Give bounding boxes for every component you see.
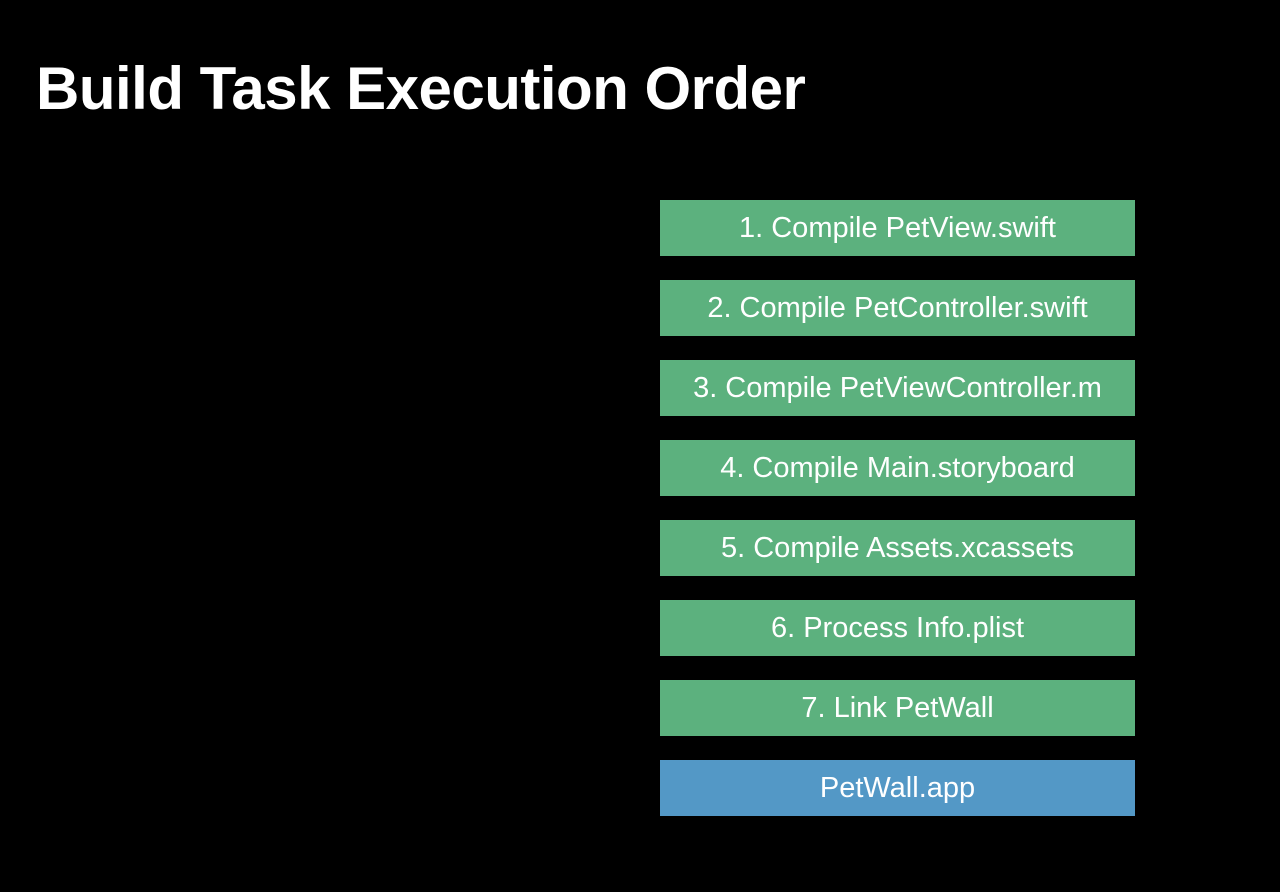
task-node-label: 6. Process Info.plist <box>770 611 1025 644</box>
task-node-label: 3. Compile PetViewController.m <box>693 371 1102 404</box>
task-node-3[interactable]: 3. Compile PetViewController.m <box>660 360 1135 416</box>
product-node-label: PetWall.app <box>819 771 976 804</box>
product-node-petwall-app[interactable]: PetWall.app <box>660 760 1135 816</box>
task-node-5[interactable]: 5. Compile Assets.xcassets <box>660 520 1135 576</box>
task-node-label: 7. Link PetWall <box>801 691 994 724</box>
task-node-label: 4. Compile Main.storyboard <box>720 451 1075 484</box>
task-node-4[interactable]: 4. Compile Main.storyboard <box>660 440 1135 496</box>
task-node-label: 5. Compile Assets.xcassets <box>721 531 1074 564</box>
task-node-label: 2. Compile PetController.swift <box>707 291 1088 324</box>
build-task-flow: 1. Compile PetView.swift 2. Compile PetC… <box>660 200 1135 816</box>
task-node-1[interactable]: 1. Compile PetView.swift <box>660 200 1135 256</box>
task-node-6[interactable]: 6. Process Info.plist <box>660 600 1135 656</box>
page-title: Build Task Execution Order <box>36 55 806 123</box>
task-node-label: 1. Compile PetView.swift <box>739 211 1056 244</box>
task-node-7[interactable]: 7. Link PetWall <box>660 680 1135 736</box>
task-node-2[interactable]: 2. Compile PetController.swift <box>660 280 1135 336</box>
